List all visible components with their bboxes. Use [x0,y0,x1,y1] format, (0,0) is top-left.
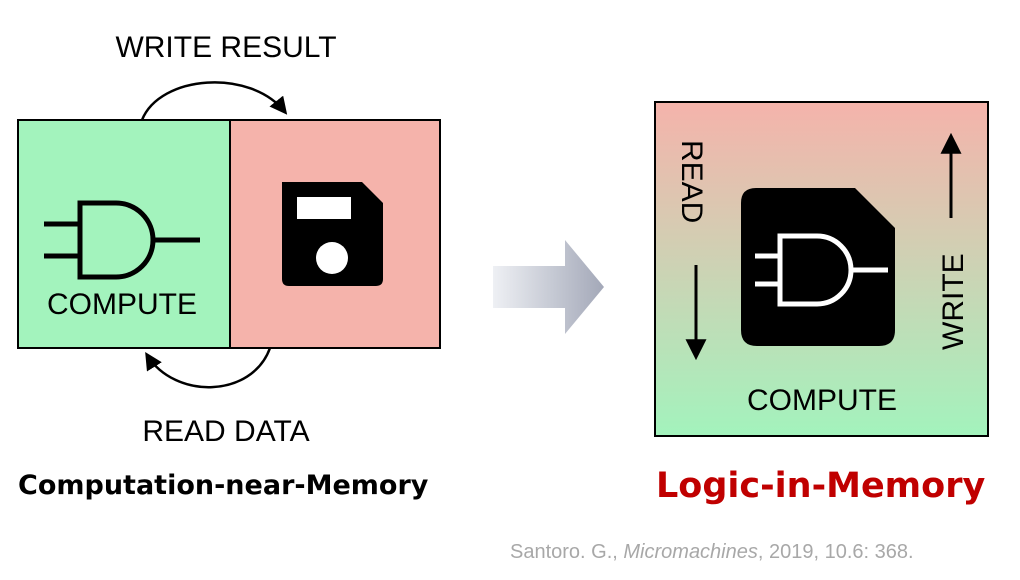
right-caption: Logic-in-Memory [656,466,986,506]
citation-author: Santoro. G., [510,541,624,563]
compute-block [17,119,231,349]
and-gate-icon [44,200,200,280]
write-label: WRITE [937,253,970,350]
and-gate-icon [755,233,888,307]
read-data-label: READ DATA [142,415,309,448]
left-caption: Computation-near-Memory [18,470,429,501]
citation-details: , 2019, 10.6: 368. [757,541,914,563]
compute-label: COMPUTE [747,384,897,417]
transition-arrow-icon [493,240,604,334]
sd-card-icon [741,188,895,346]
write-result-label: WRITE RESULT [115,31,336,64]
citation-journal: Micromachines [623,541,758,563]
read-label: READ [675,140,708,223]
floppy-disk-icon [282,182,383,286]
write-result-arrow [140,81,288,121]
compute-label: COMPUTE [47,288,197,321]
citation: Santoro. G., Micromachines, 2019, 10.6: … [510,541,914,564]
logic-in-memory-diagram: READ WRITE COMPUTE [654,101,989,437]
read-data-arrow [145,347,272,389]
computation-near-memory-diagram: COMPUTE WRITE RESULT READ DATA [17,31,441,448]
